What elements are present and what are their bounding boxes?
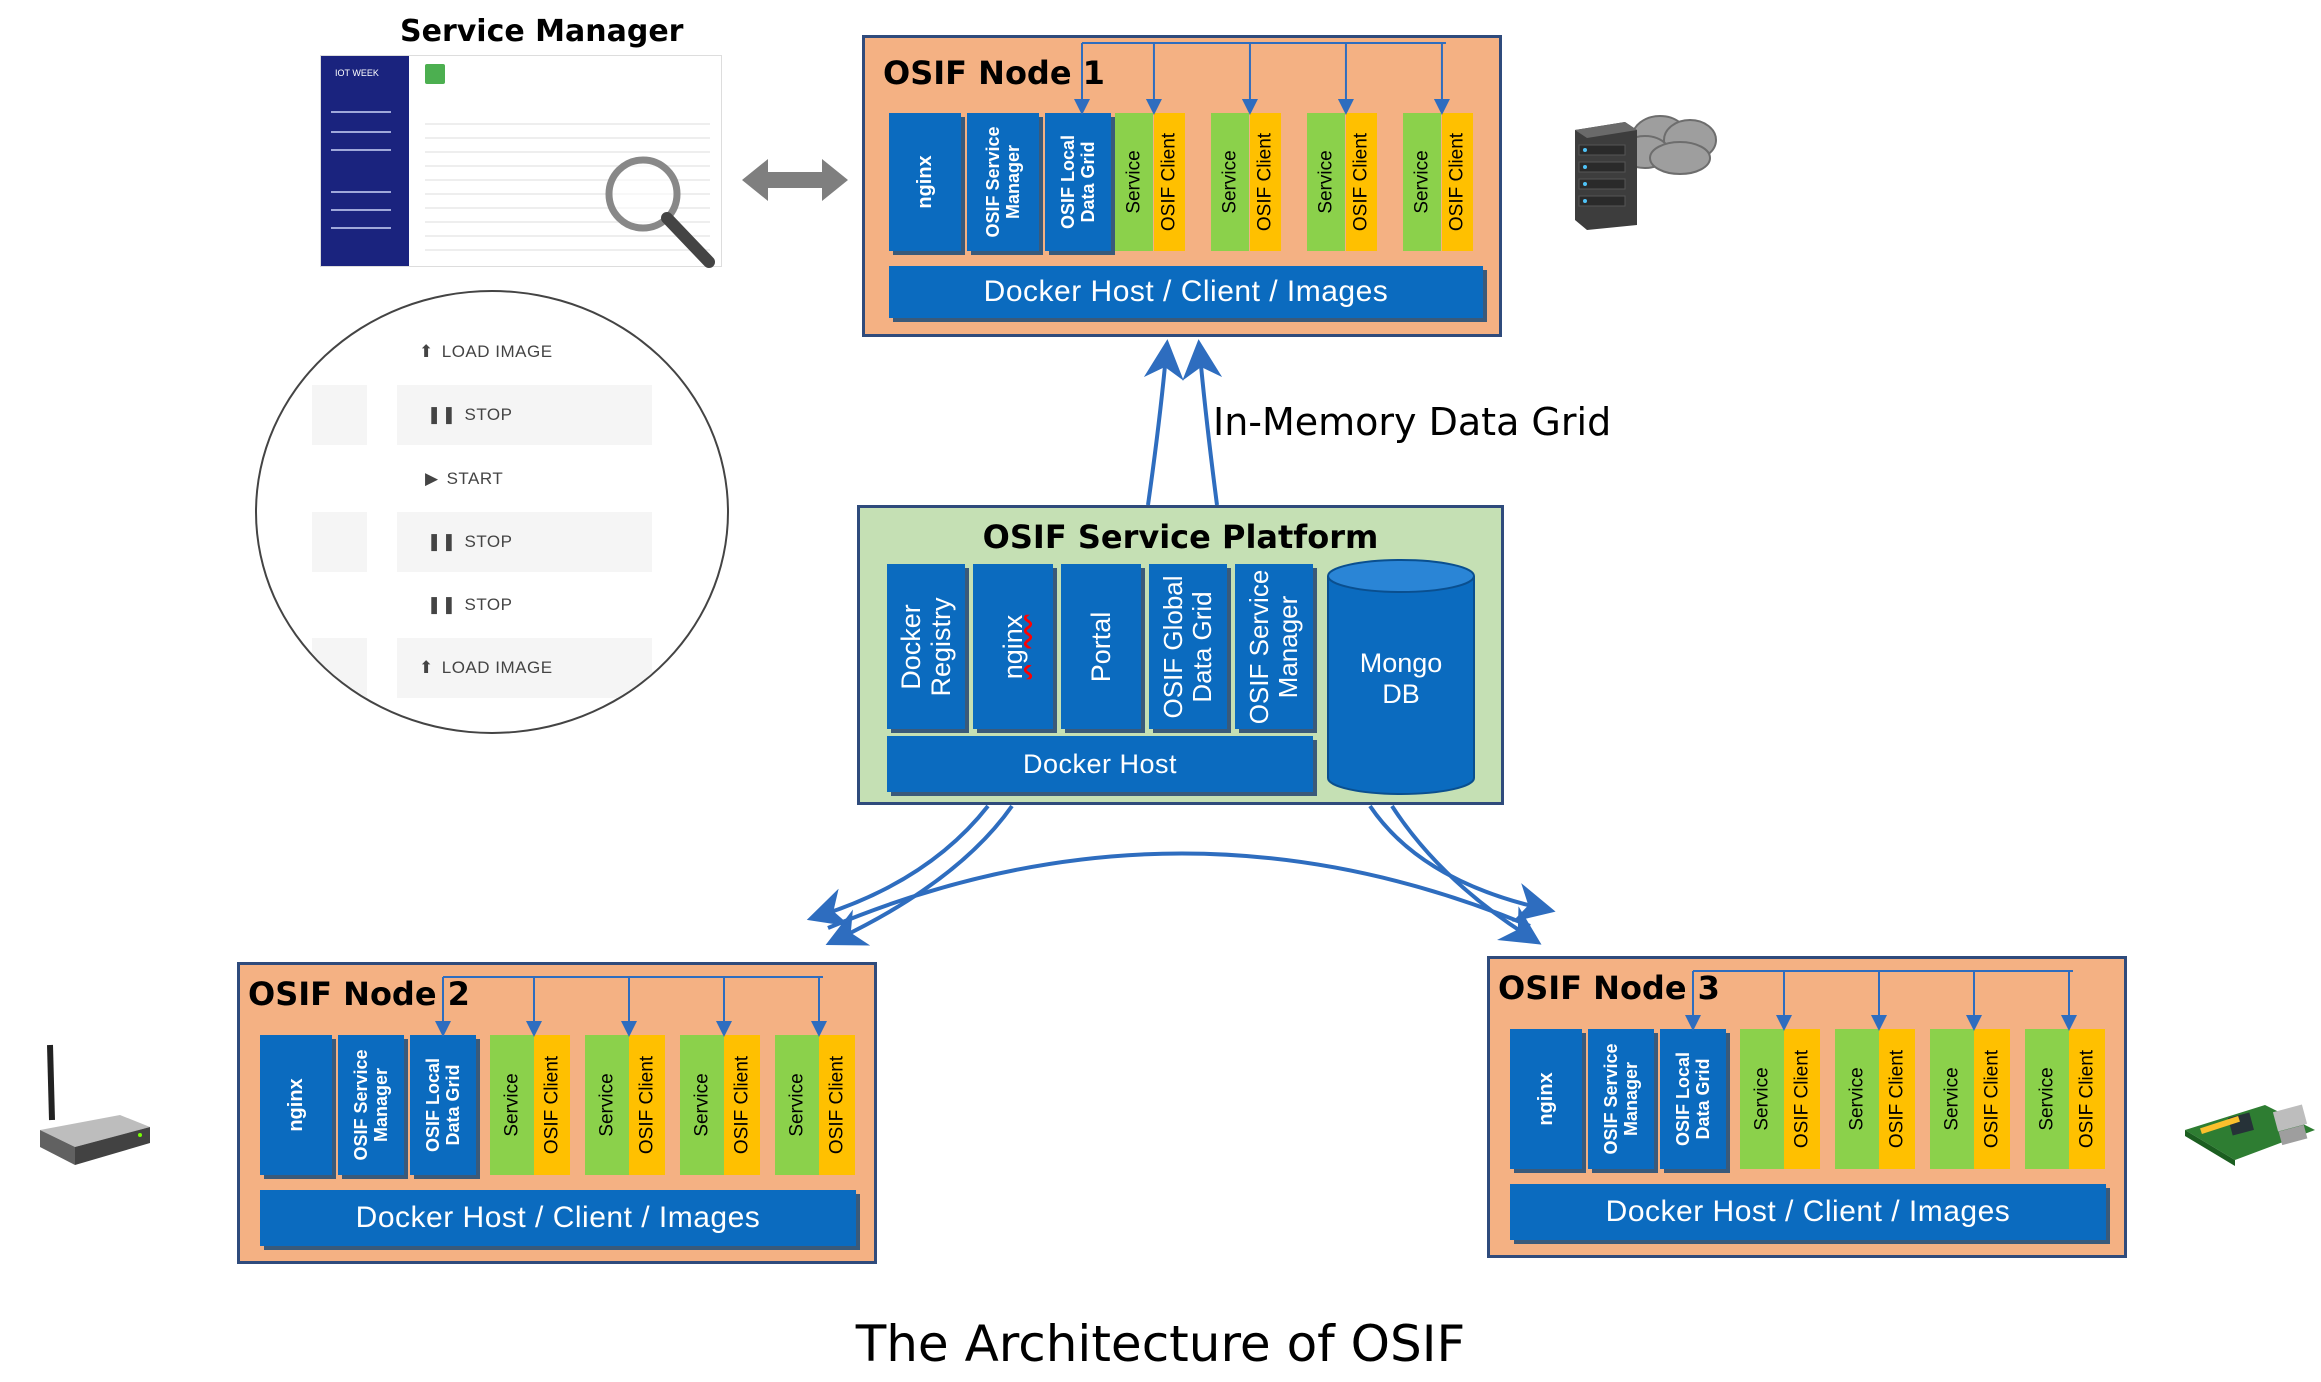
platform-title: OSIF Service Platform — [982, 518, 1379, 556]
node-2-title: OSIF Node 2 — [248, 975, 470, 1013]
zoom-row: ❚❚ STOP — [257, 512, 727, 572]
zoom-action-label[interactable]: START — [446, 469, 504, 488]
platform-nginx-box: nginx — [973, 564, 1053, 729]
osif-client-box: OSIF Client — [1345, 113, 1377, 251]
zoom-circle: ⬆LOAD IMAGE ❚❚STOP ▶START ❚❚STOP ❚❚STOP … — [255, 290, 729, 734]
zoom-action-label[interactable]: STOP — [464, 595, 513, 614]
service-box: Service — [1115, 113, 1153, 251]
server-cloud-icon — [1575, 115, 1717, 230]
service-manager-title: Service Manager — [400, 14, 684, 49]
osif-client-box: OSIF Client — [1249, 113, 1281, 251]
platform-docker-host-bar: Docker Host — [887, 736, 1313, 792]
nginx-box: nginx — [260, 1035, 332, 1175]
local-grid-connector-lines — [435, 976, 827, 1037]
osif-client-box: OSIF Client — [1784, 1029, 1820, 1169]
service-box: Service — [680, 1035, 724, 1175]
service-box: Service — [775, 1035, 819, 1175]
docker-host-bar: Docker Host / Client / Images — [260, 1190, 856, 1246]
zoom-row: ❚❚ STOP — [257, 575, 727, 635]
zoom-action-label[interactable]: STOP — [464, 405, 513, 424]
nginx-box: nginx — [1510, 1029, 1582, 1169]
sm-brand: IOT WEEK — [335, 68, 379, 78]
upload-icon: ⬆ — [419, 342, 434, 361]
service-box: Service — [1835, 1029, 1879, 1169]
osif-client-box: OSIF Client — [1974, 1029, 2010, 1169]
pause-icon: ❚❚ — [427, 405, 457, 424]
raspberry-pi-icon — [2185, 1104, 2315, 1166]
mongo-db-cylinder — [1327, 559, 1475, 795]
nginx-box: nginx — [889, 113, 961, 251]
sm-refresh-icon[interactable] — [425, 64, 445, 84]
zoom-row: ⬆ LOAD IMAGE — [257, 322, 727, 382]
in-memory-data-grid-label: In-Memory Data Grid — [1213, 400, 1612, 444]
pause-icon: ❚❚ — [427, 595, 457, 614]
osif-client-box: OSIF Client — [819, 1035, 855, 1175]
upload-icon: ⬆ — [419, 658, 434, 677]
service-box: Service — [1740, 1029, 1784, 1169]
service-box: Service — [490, 1035, 534, 1175]
zoom-row: ⬆ LOAD IMAGE — [257, 638, 727, 698]
service-box: Service — [585, 1035, 629, 1175]
osif-client-box: OSIF Client — [629, 1035, 665, 1175]
zoom-action-label[interactable]: STOP — [464, 532, 513, 551]
portal-box: Portal — [1061, 564, 1141, 729]
zoom-action-label[interactable]: LOAD IMAGE — [441, 658, 553, 677]
zoom-action-label[interactable]: LOAD IMAGE — [441, 342, 553, 361]
local-grid-connector-lines — [1074, 42, 1450, 115]
service-box: Service — [1403, 113, 1441, 251]
magnifier-icon — [605, 156, 715, 268]
diagram-caption: The Architecture of OSIF — [855, 1315, 1466, 1373]
osif-client-box: OSIF Client — [534, 1035, 570, 1175]
service-manager-screenshot: IOT WEEK — [320, 55, 722, 268]
osif-client-box: OSIF Client — [724, 1035, 760, 1175]
pause-icon: ❚❚ — [427, 532, 457, 551]
docker-host-bar: Docker Host / Client / Images — [1510, 1184, 2106, 1240]
sm-sidebar: IOT WEEK — [321, 56, 409, 266]
osif-client-box: OSIF Client — [1441, 113, 1473, 251]
play-icon: ▶ — [425, 469, 439, 488]
osif-client-box: OSIF Client — [1153, 113, 1185, 251]
sm-sidebar-lines — [331, 111, 391, 113]
osif-client-box: OSIF Client — [1879, 1029, 1915, 1169]
zoom-row: ❚❚ STOP — [257, 385, 727, 445]
docker-host-bar: Docker Host / Client / Images — [889, 266, 1483, 318]
bidirectional-arrow-icon — [742, 159, 848, 201]
service-box: Service — [1307, 113, 1345, 251]
osif-client-box: OSIF Client — [2069, 1029, 2105, 1169]
service-box: Service — [1211, 113, 1249, 251]
local-grid-connector-lines — [1685, 970, 2077, 1031]
service-box: Service — [2025, 1029, 2069, 1169]
wifi-gateway-icon — [40, 1044, 150, 1165]
service-box: Service — [1930, 1029, 1974, 1169]
node-3-title: OSIF Node 3 — [1498, 969, 1720, 1007]
node-1-title: OSIF Node 1 — [883, 54, 1105, 92]
zoom-row: ▶ START — [257, 449, 727, 509]
